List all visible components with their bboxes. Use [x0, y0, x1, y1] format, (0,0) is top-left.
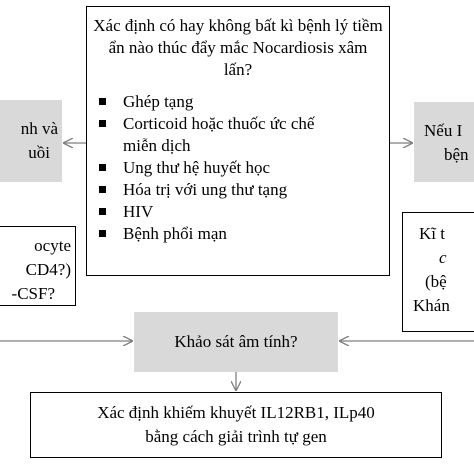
right-branch-box: Nếu I bện — [414, 102, 474, 182]
right-test-line-3: (bệ — [425, 272, 447, 291]
gene-sequencing-box: Xác định khiếm khuyết IL12RB1, ILp40 bằn… — [30, 392, 442, 458]
list-item: Ung thư hệ huyết học — [97, 157, 314, 179]
left-test-box: ocyte CD4?) -CSF? — [0, 226, 76, 306]
list-item: Bệnh phổi mạn — [97, 223, 314, 245]
left-branch-box: nh và uồi — [0, 100, 62, 182]
left-branch-line-2: uồi — [28, 143, 50, 162]
left-test-line-2: CD4?) — [25, 260, 71, 279]
negative-workup-label: Khảo sát âm tính? — [174, 332, 298, 351]
gene-sequencing-line-2: bằng cách giải trình tự gen — [145, 427, 327, 446]
left-branch-line-1: nh và — [20, 119, 58, 138]
list-item: HIV — [97, 201, 314, 223]
right-test-box: Kĩ t c (bệ Khán — [402, 212, 474, 332]
right-test-line-4: Khán — [413, 296, 450, 315]
left-test-line-3: -CSF? — [11, 284, 55, 303]
right-test-line-2: c — [439, 248, 447, 267]
square-bullet-icon — [99, 186, 106, 193]
list-item: Ghép tạng — [97, 91, 314, 113]
square-bullet-icon — [99, 164, 106, 171]
gene-sequencing-line-1: Xác định khiếm khuyết IL12RB1, ILp40 — [97, 403, 375, 422]
square-bullet-icon — [99, 230, 106, 237]
predisposing-conditions-box: Xác định có hay không bất kì bệnh lý tiề… — [86, 6, 390, 276]
square-bullet-icon — [99, 98, 106, 105]
square-bullet-icon — [99, 120, 106, 127]
right-branch-line-2: bện — [444, 145, 469, 164]
main-question: Xác định có hay không bất kì bệnh lý tiề… — [93, 16, 383, 79]
square-bullet-icon — [99, 208, 106, 215]
negative-workup-box: Khảo sát âm tính? — [134, 312, 338, 372]
left-test-line-1: ocyte — [34, 236, 71, 255]
right-branch-line-1: Nếu I — [424, 121, 463, 140]
list-item: Hóa trị với ung thư tạng — [97, 179, 314, 201]
right-test-line-1: Kĩ t — [419, 224, 445, 243]
